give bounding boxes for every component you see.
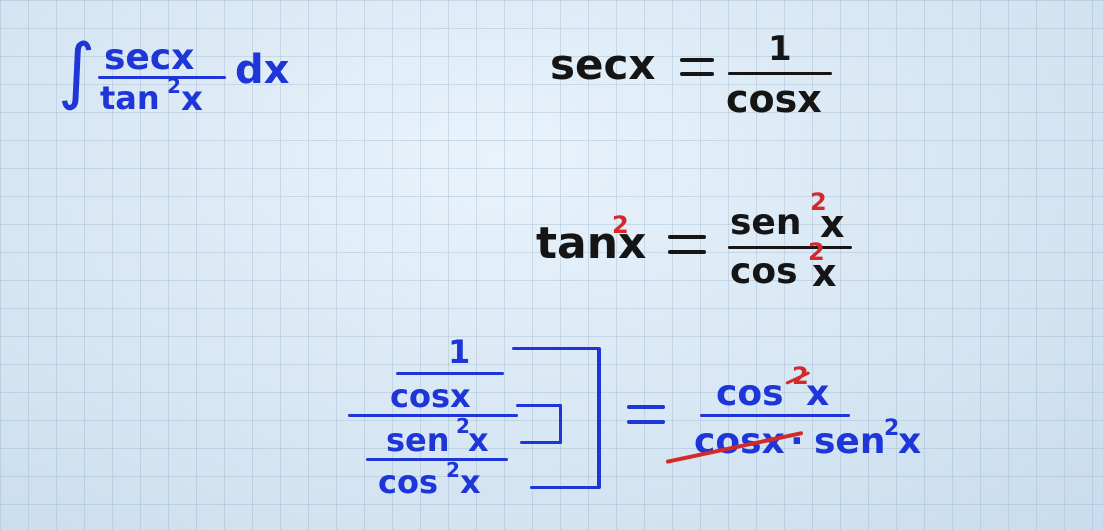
integral-differential: dx	[235, 47, 290, 93]
result-denominator-base: sen	[814, 421, 886, 462]
result-denominator-exponent: 2	[884, 416, 900, 441]
integral-denominator-variable: x	[181, 79, 203, 119]
complex-bottom-numerator-base: sen	[386, 421, 450, 459]
tan-denominator-variable: x	[812, 251, 837, 295]
tan-denominator-exponent: 2	[808, 238, 825, 266]
tan-numerator-exponent: 2	[810, 188, 827, 216]
tan-denominator-base: cos	[730, 251, 798, 292]
integral-sign: ∫	[58, 28, 96, 112]
complex-top-numerator: 1	[448, 333, 471, 371]
sec-denominator: cosx	[726, 77, 822, 121]
tan-fraction-bar	[728, 246, 852, 249]
complex-bottom-denominator-base: cos	[378, 463, 438, 501]
complex-bottom-numerator-exponent: 2	[456, 414, 470, 438]
complex-bottom-numerator-variable: x	[468, 421, 489, 459]
result-denominator-variable: x	[898, 421, 922, 462]
complex-bottom-denominator-exponent: 2	[446, 458, 460, 482]
sec-lhs: secx	[550, 40, 656, 89]
complex-bottom-denominator-variable: x	[460, 463, 481, 501]
tan-equals-top	[668, 235, 706, 239]
inner-bracket-bottom	[520, 441, 562, 444]
tan-equals-bottom	[668, 250, 706, 254]
integral-denominator-base: tan	[100, 79, 160, 117]
integral-denominator-exponent: 2	[167, 74, 181, 98]
tan-numerator-base: sen	[730, 202, 802, 243]
sec-fraction-bar	[728, 72, 832, 75]
result-numerator-variable: x	[806, 373, 830, 414]
result-denominator-dot: ·	[790, 421, 804, 462]
complex-equals-bottom	[627, 420, 665, 424]
outer-bracket-side	[597, 347, 601, 489]
tan-numerator-variable: x	[820, 202, 845, 246]
complex-top-denominator: cosx	[390, 377, 471, 415]
sec-numerator: 1	[768, 29, 792, 69]
outer-bracket-top	[512, 347, 600, 350]
result-fraction-bar	[700, 414, 850, 417]
tan-lhs-variable: x	[618, 218, 647, 269]
complex-bottom-fraction-bar	[366, 458, 508, 461]
sec-equals-top	[680, 58, 714, 62]
sec-equals-bottom	[680, 72, 714, 76]
complex-equals-top	[627, 405, 665, 409]
inner-bracket-top	[516, 404, 562, 407]
integral-fraction-bar	[98, 76, 226, 79]
outer-bracket-bottom	[530, 486, 600, 489]
inner-bracket-side	[559, 404, 562, 444]
tan-lhs-exponent: 2	[612, 211, 629, 239]
tan-lhs-base: tan	[536, 218, 619, 269]
result-numerator-base: cos	[716, 373, 784, 414]
complex-main-fraction-bar	[348, 414, 518, 417]
integral-numerator: secx	[104, 37, 195, 78]
complex-top-fraction-bar	[396, 372, 504, 375]
